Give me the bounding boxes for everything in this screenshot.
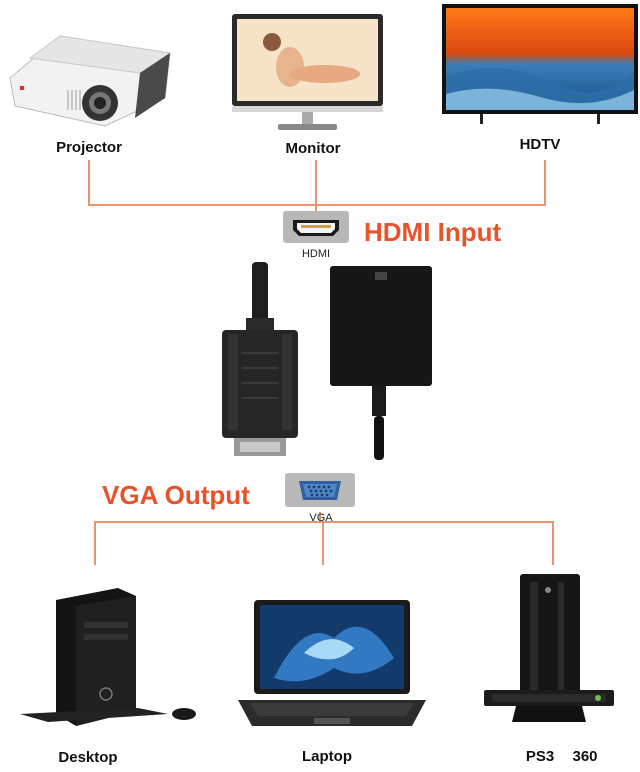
hdmi-port-icon <box>283 211 349 243</box>
target-label-laptop: Laptop <box>272 748 382 765</box>
monitor-icon <box>230 12 385 132</box>
vga-port-label: VGA <box>295 512 347 524</box>
target-label-360: 360 <box>565 748 605 765</box>
console-icon <box>478 572 620 732</box>
target-label-desktop: Desktop <box>38 749 138 766</box>
vga-to-hdmi-adapter-icon <box>210 258 450 463</box>
vga-output-title: VGA Output <box>102 480 250 511</box>
hdmi-input-title: HDMI Input <box>364 217 501 248</box>
tv-icon <box>440 2 640 127</box>
target-label-ps3: PS3 <box>520 748 560 765</box>
source-label-hdtv: HDTV <box>490 136 590 153</box>
projector-icon <box>0 18 180 128</box>
laptop-icon <box>234 598 430 730</box>
source-label-projector: Projector <box>34 139 144 156</box>
desktop-tower-icon <box>18 586 203 728</box>
source-label-monitor: Monitor <box>258 140 368 157</box>
vga-port-icon <box>285 473 355 507</box>
